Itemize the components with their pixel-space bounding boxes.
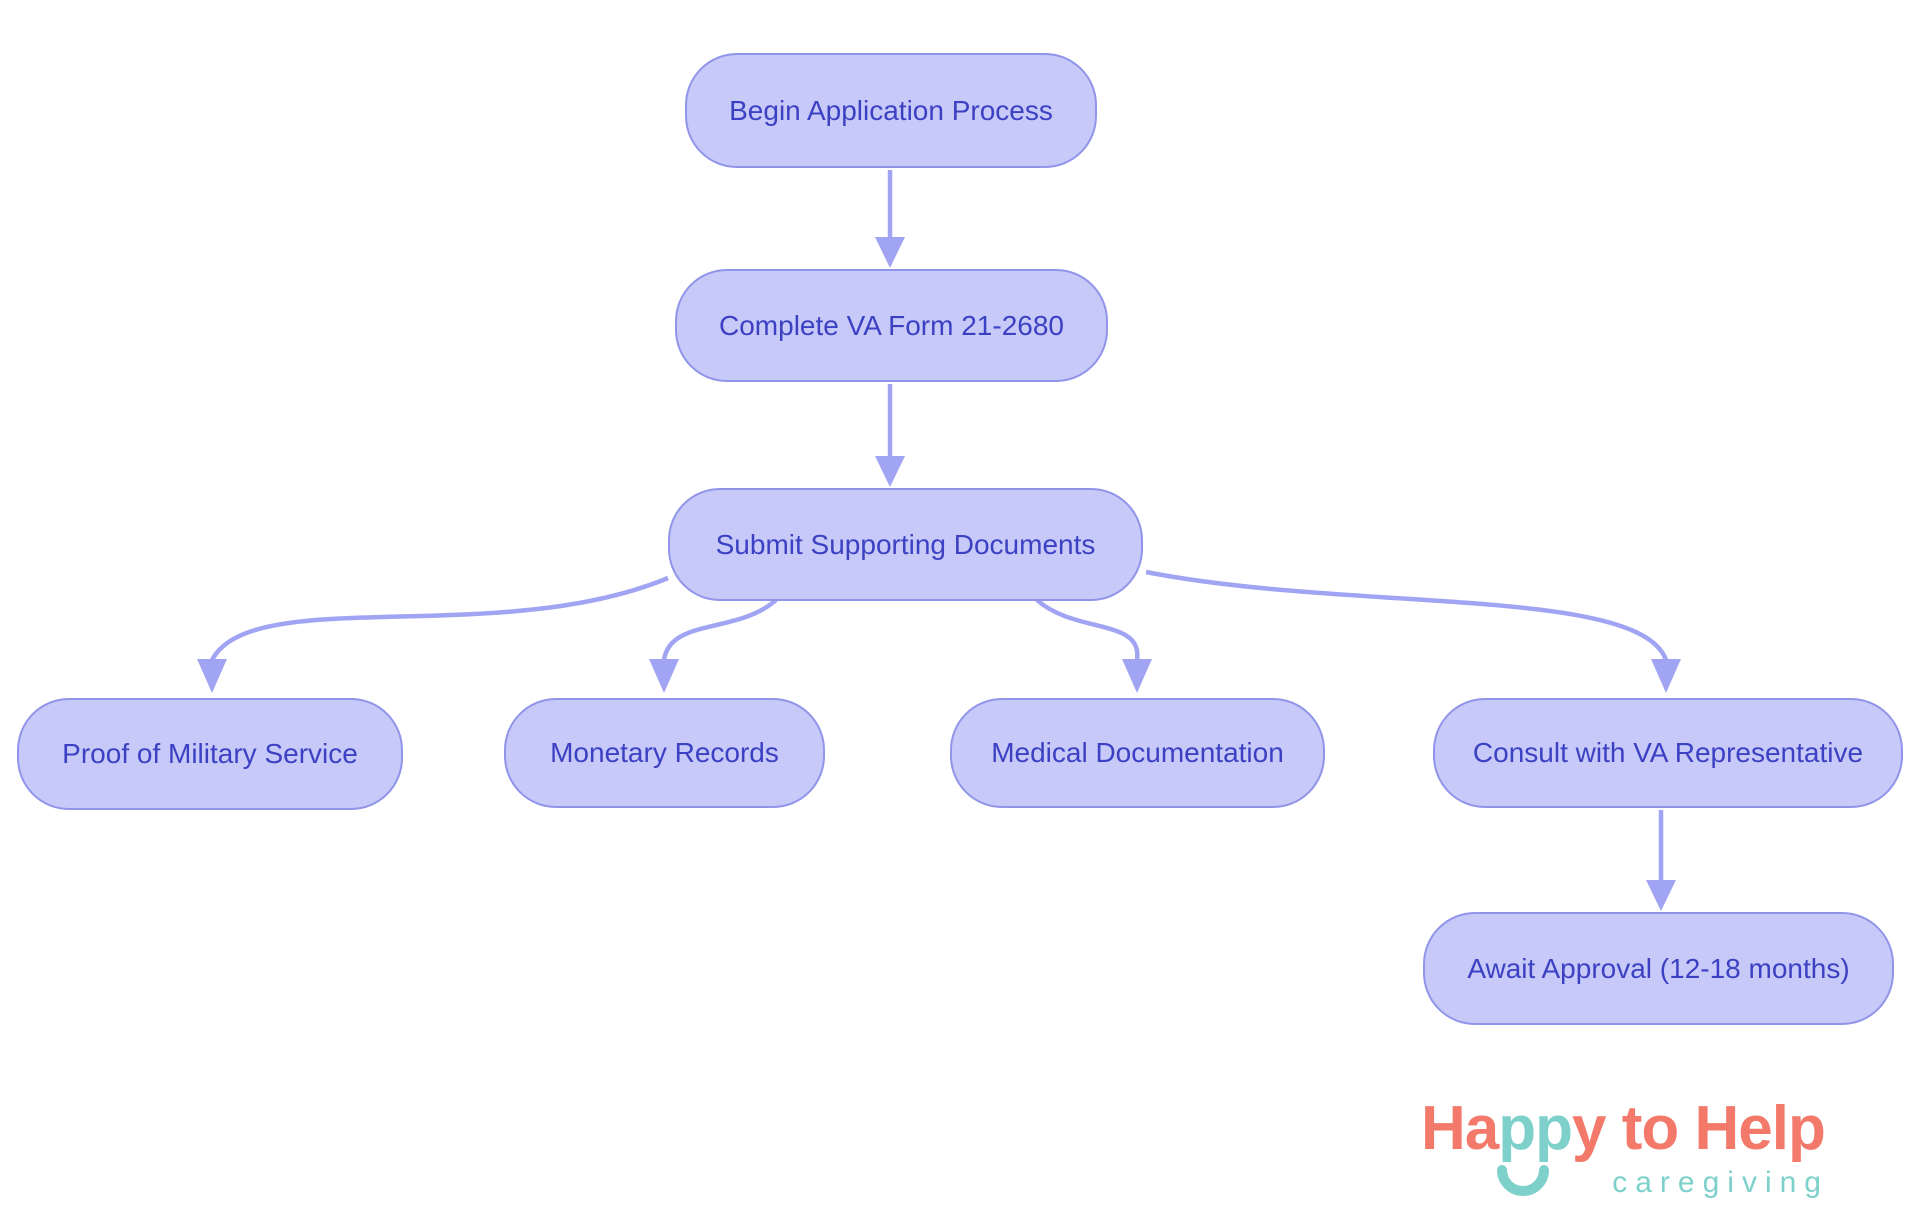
smile-icon: [1497, 1165, 1550, 1196]
arrowhead-icon: [1651, 659, 1681, 693]
arrowhead-icon: [1646, 880, 1676, 911]
node-consult-with-va-representative: Consult with VA Representative: [1433, 698, 1903, 808]
node-label: Await Approval (12-18 months): [1467, 952, 1850, 984]
arrowhead-icon: [649, 659, 679, 693]
node-monetary-records: Monetary Records: [504, 698, 825, 808]
node-submit-supporting-documents: Submit Supporting Documents: [668, 488, 1143, 601]
edge-form-to-submit: [875, 384, 905, 487]
edge-submit-to-medical: [1035, 598, 1152, 693]
logo-tagline: caregiving: [1612, 1166, 1829, 1199]
edge-consult-to-await: [1646, 810, 1676, 911]
logo-text-pp: pp: [1498, 1094, 1573, 1163]
node-await-approval: Await Approval (12-18 months): [1423, 912, 1894, 1025]
edge-submit-to-proof: [197, 575, 669, 693]
node-proof-of-military-service: Proof of Military Service: [17, 698, 403, 810]
logo-text-rest: y to Help: [1572, 1094, 1826, 1163]
logo-pp-wrap: pp: [1497, 1098, 1573, 1196]
node-label: Monetary Records: [550, 737, 779, 769]
arrowhead-icon: [1122, 659, 1152, 693]
node-label: Submit Supporting Documents: [715, 528, 1096, 560]
node-label: Proof of Military Service: [62, 738, 358, 770]
arrowhead-icon: [875, 237, 905, 268]
edge-curve: [661, 598, 778, 661]
arrowhead-icon: [875, 456, 905, 487]
arrowhead-icon: [197, 659, 227, 693]
logo-text-ha: Ha: [1421, 1094, 1499, 1163]
edge-curve: [210, 575, 669, 662]
edge-begin-to-form: [875, 170, 905, 268]
edge-curve: [1145, 569, 1669, 661]
edge-curve: [1035, 598, 1140, 661]
edge-submit-to-consult: [1145, 569, 1681, 693]
node-label: Medical Documentation: [991, 737, 1284, 769]
edge-submit-to-monetary: [649, 598, 778, 693]
node-label: Begin Application Process: [729, 94, 1053, 126]
node-label: Consult with VA Representative: [1472, 737, 1864, 769]
node-medical-documentation: Medical Documentation: [950, 698, 1325, 808]
node-label: Complete VA Form 21-2680: [719, 309, 1064, 341]
node-begin-application-process: Begin Application Process: [685, 53, 1097, 168]
node-complete-va-form-21-2680: Complete VA Form 21-2680: [675, 269, 1108, 382]
